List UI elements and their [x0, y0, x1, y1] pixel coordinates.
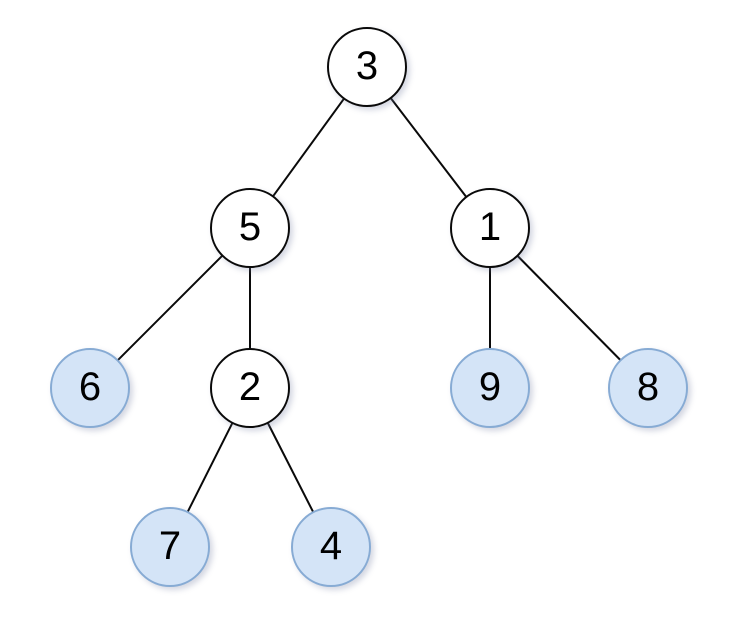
tree-node-label: 9	[478, 365, 502, 409]
tree-node-2[interactable]: 2	[210, 348, 290, 428]
tree-node-label: 6	[78, 365, 102, 409]
tree-node-label: 4	[319, 524, 343, 568]
tree-node-8[interactable]: 8	[608, 348, 688, 428]
tree-node-4[interactable]: 4	[291, 507, 371, 587]
tree-edge	[389, 96, 468, 199]
tree-edge	[271, 97, 346, 198]
tree-edge	[116, 254, 224, 362]
tree-node-7[interactable]: 7	[130, 507, 210, 587]
tree-node-label: 3	[355, 44, 379, 88]
tree-node-1[interactable]: 1	[450, 188, 530, 268]
tree-node-3[interactable]: 3	[327, 27, 407, 107]
tree-node-5[interactable]: 5	[210, 188, 290, 268]
tree-node-label: 2	[238, 365, 262, 409]
tree-node-label: 1	[478, 205, 502, 249]
tree-node-label: 8	[636, 365, 660, 409]
tree-node-label: 7	[158, 524, 182, 568]
tree-edge	[186, 421, 234, 514]
tree-node-6[interactable]: 6	[50, 348, 130, 428]
tree-node-9[interactable]: 9	[450, 348, 530, 428]
tree-node-label: 5	[238, 205, 262, 249]
tree-edge	[516, 254, 622, 362]
tree-edge	[266, 421, 315, 514]
